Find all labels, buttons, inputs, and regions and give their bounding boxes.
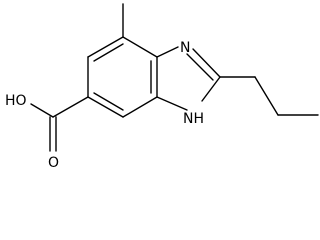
bond-n3-c2-inner — [186, 53, 214, 81]
atom-label-ho: HO — [5, 93, 27, 109]
bond-c5-c4-inner — [93, 43, 124, 62]
bond-c3a-c7 — [122, 96, 158, 118]
atom-label-nh: NH — [183, 111, 204, 127]
atom-label-n3: N — [180, 40, 190, 56]
bond-c2-n1 — [201, 76, 221, 102]
bond-c7-c6 — [87, 96, 124, 118]
bond-n1-c3a — [156, 96, 188, 111]
bond-c6-carboxyl — [52, 96, 89, 118]
benzimidazole-structure: N NH HO O — [5, 3, 319, 171]
bond-carboxyl-oh — [30, 103, 54, 118]
atom-label-o: O — [48, 155, 59, 171]
bond-c5-c4 — [87, 36, 124, 58]
bond-c7a-n3 — [156, 46, 179, 58]
bond-c4-c7a — [122, 36, 158, 58]
bond-c7-c6-inner — [93, 92, 124, 111]
bond-propyl-2 — [254, 76, 279, 116]
bond-n3-c2 — [192, 48, 221, 78]
